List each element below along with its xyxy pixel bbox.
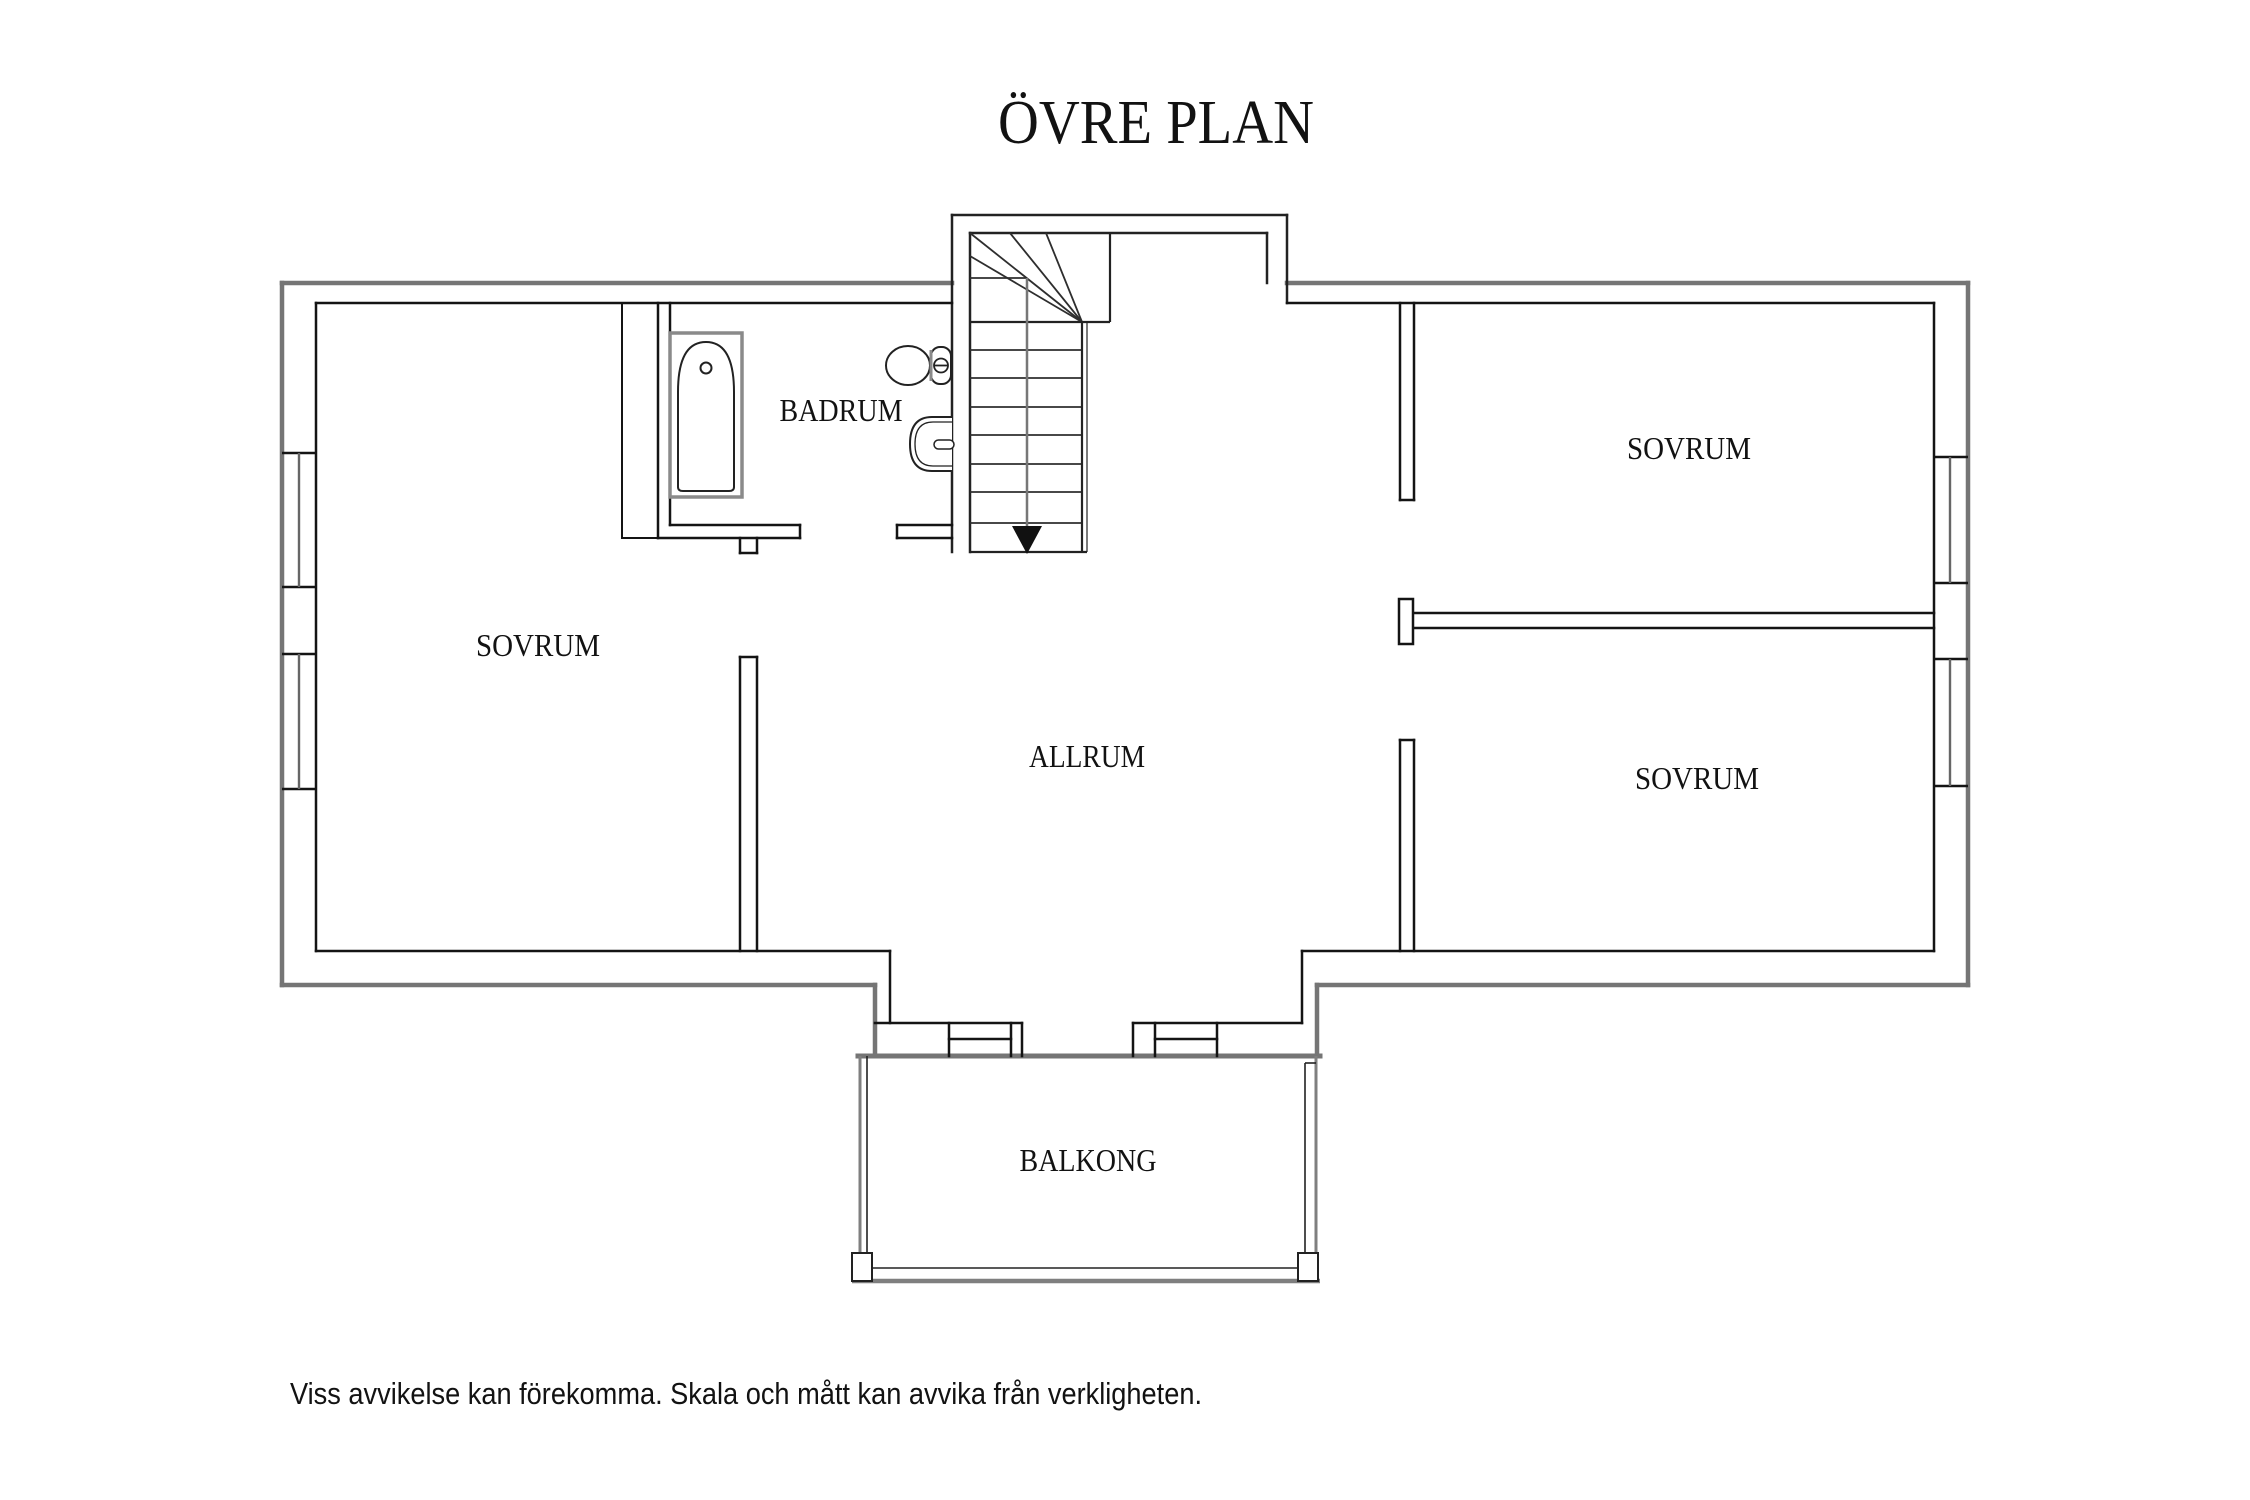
balcony-door-icon-left <box>947 1021 1024 1058</box>
wall-end-post <box>1397 597 1415 646</box>
balcony-post-left <box>851 1252 873 1282</box>
left-divider-wall <box>738 655 759 953</box>
window-icon-left-1 <box>282 451 316 589</box>
exterior-outer-walls <box>279 280 1971 1059</box>
staircase-icon <box>969 232 1112 554</box>
bathtub-drain <box>699 361 713 375</box>
room-label-sovrum-left: SOVRUM <box>476 627 600 663</box>
room-label-sovrum-top-right: SOVRUM <box>1627 430 1751 466</box>
balcony-post-right <box>1297 1252 1319 1282</box>
window-icon-right-2 <box>1934 657 1968 788</box>
page-title: ÖVRE PLAN <box>998 89 1314 157</box>
sink-faucet <box>933 439 955 450</box>
stair-enclosure-walls <box>950 213 1289 554</box>
right-wing-walls <box>1397 301 1936 953</box>
room-allrum <box>757 553 1400 1023</box>
balcony-railing <box>851 1056 1320 1284</box>
room-label-balkong: BALKONG <box>1020 1142 1157 1178</box>
room-label-allrum: ALLRUM <box>1029 738 1145 774</box>
disclaimer-text: Viss avvikelse kan förekomma. Skala och … <box>290 1376 1202 1411</box>
balcony-door-icon-right <box>1131 1021 1219 1058</box>
room-label-badrum: BADRUM <box>780 392 903 428</box>
bathtub-icon <box>668 331 744 499</box>
stair-down-arrow-icon <box>1012 526 1042 554</box>
toilet-icon <box>885 345 952 386</box>
window-icon-right-1 <box>1934 455 1968 585</box>
sink-icon <box>908 416 955 472</box>
room-label-sovrum-bottom-right: SOVRUM <box>1635 760 1759 796</box>
window-icon-left-2 <box>282 652 316 791</box>
